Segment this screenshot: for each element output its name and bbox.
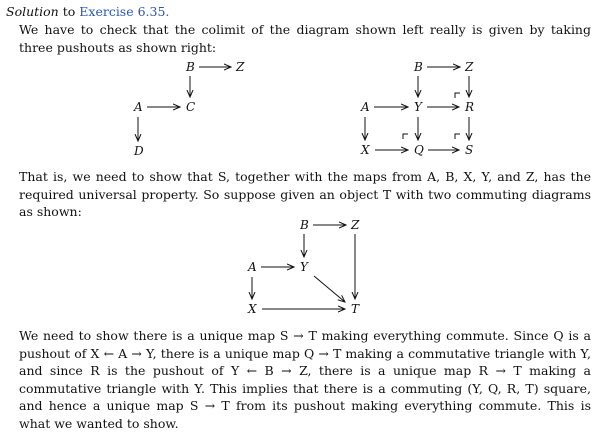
solution-label: Solution	[6, 4, 59, 19]
paragraph-intro: We have to check that the colimit of the…	[19, 22, 591, 55]
right-node-Y: Y	[414, 100, 423, 114]
right-node-Q: Q	[414, 143, 424, 157]
mid-node-Y: Y	[300, 260, 309, 274]
mid-node-Z: Z	[350, 218, 360, 232]
mid-arrow-Y-T	[313, 275, 345, 302]
exercise-reference-link[interactable]: Exercise 6.35.	[79, 4, 170, 19]
left-node-Z: Z	[235, 60, 245, 74]
right-diagram-group: B Z A Y R X Q S	[360, 60, 474, 157]
left-diagram-group: B Z A C D	[133, 60, 245, 158]
mid-node-T: T	[351, 302, 360, 316]
left-node-C: C	[186, 100, 195, 114]
right-node-X: X	[360, 143, 370, 157]
left-node-B: B	[185, 60, 195, 74]
right-node-Z: Z	[464, 60, 474, 74]
solution-heading: Solution to Exercise 6.35.	[6, 4, 169, 20]
right-node-R: R	[464, 100, 474, 114]
mid-node-B: B	[299, 218, 309, 232]
pushout-corner-R	[454, 92, 460, 98]
paragraph-proof: We need to show there is a unique map S …	[19, 328, 591, 431]
pushout-corner-S	[454, 133, 460, 139]
left-node-D: D	[133, 144, 144, 158]
pushout-corner-Q	[402, 133, 408, 139]
right-node-B: B	[413, 60, 423, 74]
right-node-A: A	[360, 100, 370, 114]
mid-node-A: A	[247, 260, 257, 274]
paragraph-universal-property: That is, we need to show that S, togethe…	[19, 169, 591, 219]
right-node-S: S	[465, 143, 473, 157]
middle-diagram-group: B Z A Y X T	[247, 218, 360, 316]
mid-node-X: X	[247, 302, 257, 316]
solution-to: to	[62, 4, 76, 19]
left-node-A: A	[133, 100, 143, 114]
